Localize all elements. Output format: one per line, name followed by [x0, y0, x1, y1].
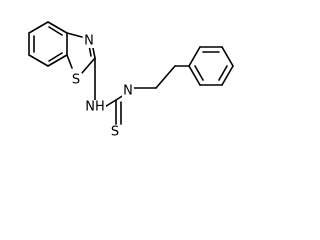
structure-diagram: N S NH N S	[28, 21, 234, 140]
thiocarbonyl-double-bond	[115, 99, 122, 125]
label-n-benzothiazole: N	[84, 34, 94, 49]
label-s-benzothiazole: S	[72, 73, 80, 88]
label-nh-thiourea: NH	[85, 100, 105, 115]
phenyl-ring	[188, 46, 234, 86]
label-n-thiourea: N	[123, 84, 133, 99]
label-s-thiocarbonyl: S	[111, 125, 119, 140]
atom-n-benzothiazole: N	[83, 34, 95, 49]
atom-s-thiocarbonyl: S	[109, 125, 121, 140]
atom-n-thiourea: N	[122, 84, 134, 99]
atom-s-benzothiazole: S	[70, 73, 82, 88]
benzothiazole-benzene-ring	[28, 21, 68, 67]
atom-nh-thiourea: NH	[84, 100, 106, 115]
molecule-canvas: N S NH N S	[28, 21, 234, 140]
ethyl-linker	[133, 65, 190, 89]
